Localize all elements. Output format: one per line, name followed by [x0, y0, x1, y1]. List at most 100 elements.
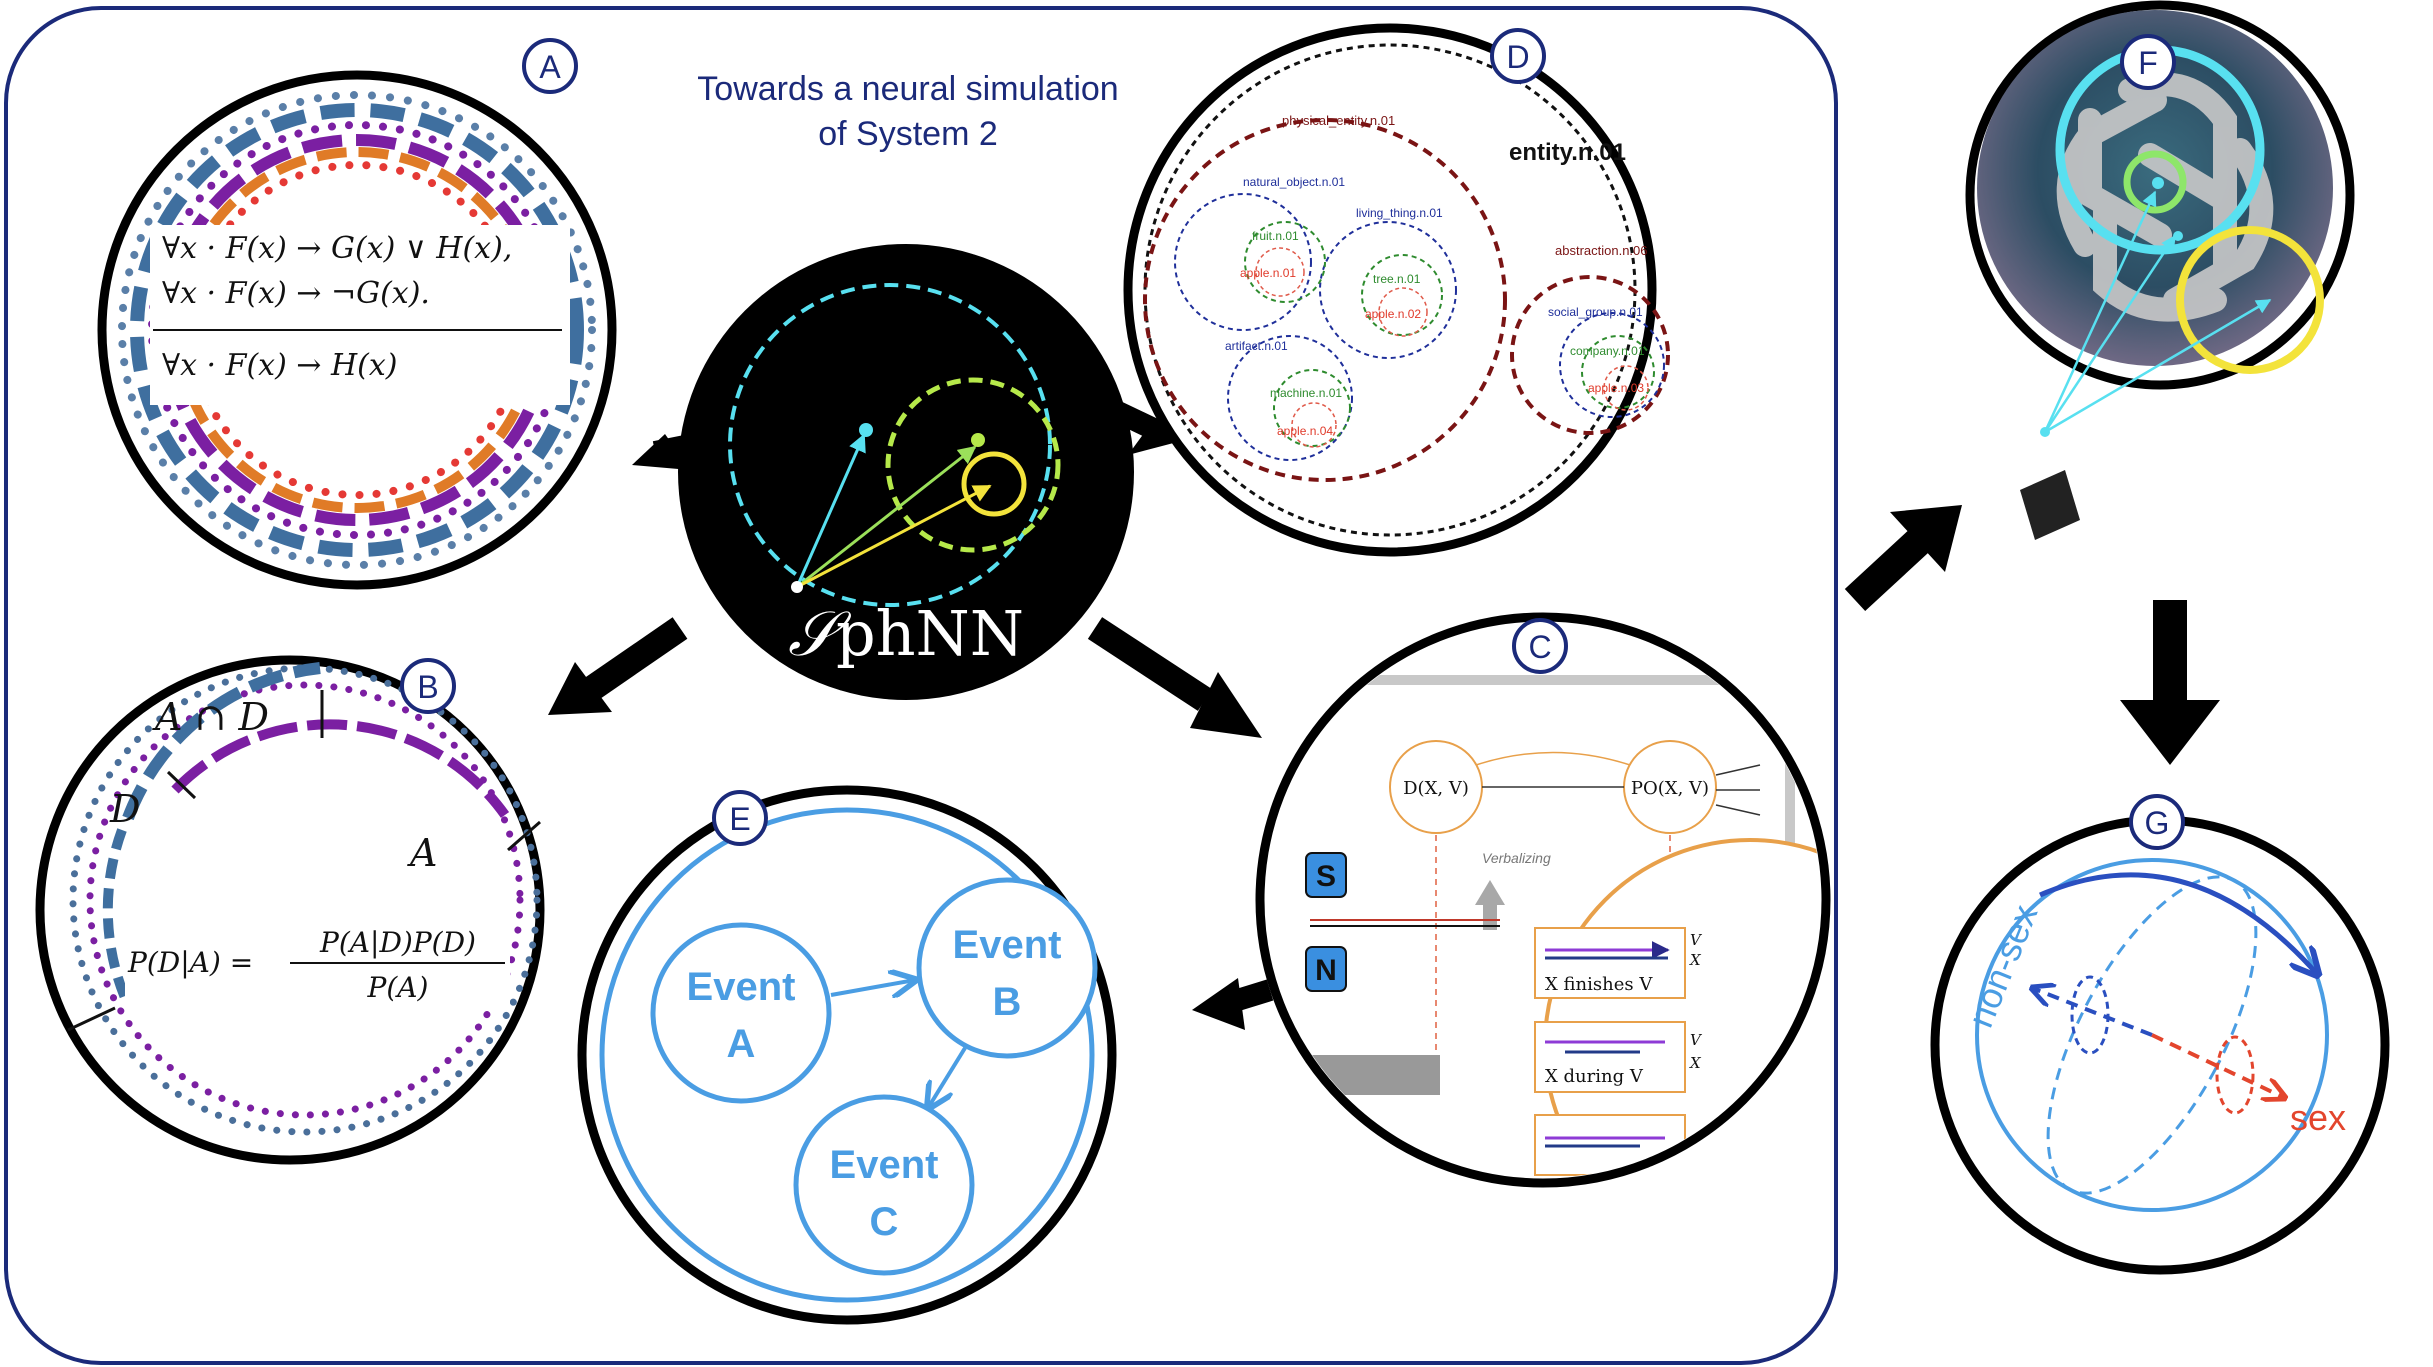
node-left-label: D(X, V) — [1403, 778, 1469, 799]
badge-a — [522, 38, 578, 94]
artifact-sphere — [1227, 335, 1353, 461]
key-s — [1305, 852, 1347, 898]
figure-title-line1: Towards a neural simulation — [697, 70, 1118, 108]
formula-numerator: P(A|D)P(D) — [319, 926, 476, 959]
row2-var-x: X — [1689, 1054, 1702, 1072]
label-machine: machine.n.01 — [1270, 386, 1342, 400]
label-a-cap-d: A ∩ D — [152, 695, 269, 739]
arrow-to-b — [548, 662, 612, 715]
label-d: D — [109, 787, 140, 831]
panel-b: A ∩ D D A P(D|A) = P(A|D)P(D) P(A) B — [35, 655, 545, 1165]
label-company: company.n.01 — [1570, 344, 1645, 358]
label-natural-object: natural_object.n.01 — [1243, 175, 1345, 189]
relation-box-1 — [1534, 927, 1686, 999]
label-apple4: apple.n.04 — [1277, 424, 1333, 438]
label-apple2: apple.n.02 — [1365, 307, 1421, 321]
badge-c — [1512, 618, 1568, 674]
arrow-b-to-c — [928, 1046, 967, 1108]
panel-b-circle — [35, 655, 545, 1165]
rotation-arrow — [2039, 872, 2318, 975]
fruit-sphere — [1244, 221, 1326, 303]
relation-box-2 — [1534, 1021, 1686, 1093]
green-center — [971, 433, 985, 447]
vector-1 — [2043, 190, 2157, 433]
label-physical-entity: physical_entity.n.01 — [1282, 113, 1395, 128]
apple2-sphere — [1378, 287, 1428, 337]
arrow-a-to-b — [830, 980, 915, 995]
handle-stub — [2020, 470, 2080, 540]
panel-d: entity.n.01 physical_entity.n.01 natural… — [1123, 23, 1670, 557]
panel-g: non-sex sex G — [1930, 794, 2390, 1275]
arrow-to-b-shaft — [582, 617, 688, 701]
edge-out-3 — [1715, 804, 1761, 816]
yellow-vector — [796, 484, 992, 589]
formula-background — [125, 920, 510, 1010]
event-a-circle — [650, 922, 832, 1104]
center-sphnn: 𝒮phNN — [678, 244, 1134, 700]
node-link-arc — [1475, 751, 1631, 766]
event-b-line2: B — [993, 980, 1022, 1024]
row2-var-v: V — [1690, 1031, 1703, 1049]
arrow-to-c — [1190, 672, 1262, 738]
physical-entity-sphere — [1143, 118, 1507, 482]
label-living-thing: living_thing.n.01 — [1356, 206, 1443, 220]
main-frame — [4, 6, 1838, 1365]
cyan-center — [2173, 231, 2183, 241]
node-right-label: PO(X, V) — [1631, 778, 1709, 799]
event-space-circle — [599, 807, 1095, 1303]
sphere-outline — [1975, 858, 2329, 1212]
green-sphere — [885, 377, 1061, 553]
label-abstraction: abstraction.n.06 — [1555, 243, 1648, 258]
badge-f — [2120, 34, 2176, 90]
center-arrows — [548, 402, 2220, 1030]
event-c-line1: Event — [830, 1143, 939, 1187]
outer-dash-ring — [130, 103, 584, 557]
premise-2: ∀x · F(x) → ¬G(x). — [162, 276, 430, 311]
badge-c-label: C — [1528, 629, 1551, 665]
label-apple1: apple.n.01 — [1240, 266, 1296, 280]
verbalizing-label: Verbalizing — [1482, 850, 1551, 866]
tree-sphere — [1361, 254, 1443, 336]
badge-g-label: G — [2145, 805, 2170, 841]
green-sphere — [2123, 150, 2187, 214]
social-group-sphere — [1559, 312, 1665, 418]
label-entity: entity.n.01 — [1509, 139, 1626, 166]
origin-point — [791, 581, 803, 593]
panel-a: ∀x · F(x) → G(x) ∨ H(x), ∀x · F(x) → ¬G(… — [97, 38, 617, 590]
arrow-to-f-shaft — [1844, 528, 1931, 612]
label-fruit: fruit.n.01 — [1252, 229, 1299, 243]
edge-out-1 — [1715, 764, 1761, 776]
green-center — [2152, 177, 2164, 189]
event-a-line1: Event — [687, 965, 796, 1009]
outer-dot-ring — [118, 91, 596, 569]
natural-object-sphere — [1174, 193, 1312, 331]
verbalizing-arrow — [1475, 880, 1505, 930]
badge-e — [712, 790, 768, 846]
label-tree: tree.n.01 — [1373, 272, 1421, 286]
badge-a-label: A — [539, 49, 561, 85]
label-social-group: social_group.n.01 — [1548, 305, 1643, 319]
key-n — [1305, 946, 1347, 992]
arrow-c-to-e — [1192, 978, 1245, 1030]
panel-d-circle — [1123, 23, 1657, 557]
formula-lhs: P(D|A) = — [127, 946, 253, 979]
arrow-to-a-shaft — [652, 434, 693, 463]
purple-dot-ring — [86, 681, 524, 1119]
origin-point — [2040, 427, 2050, 437]
tick-d — [166, 770, 197, 800]
label-artifact: artifact.n.01 — [1225, 339, 1288, 353]
cyan-vector — [795, 433, 866, 588]
outer-dot-ring — [69, 664, 541, 1136]
a-arc — [171, 719, 510, 818]
badge-b-label: B — [417, 669, 438, 705]
yellow-sphere — [2176, 226, 2324, 374]
arrow-to-f — [1890, 505, 1962, 572]
sphnn-label-rest: phNN — [836, 597, 1024, 670]
badge-g — [2129, 794, 2185, 850]
panel-f: F — [1965, 0, 2355, 540]
event-c-line2: C — [870, 1200, 899, 1244]
living-thing-sphere — [1319, 221, 1457, 359]
label-sex: sex — [2290, 1097, 2346, 1138]
figure-title-line2: of System 2 — [818, 115, 998, 153]
